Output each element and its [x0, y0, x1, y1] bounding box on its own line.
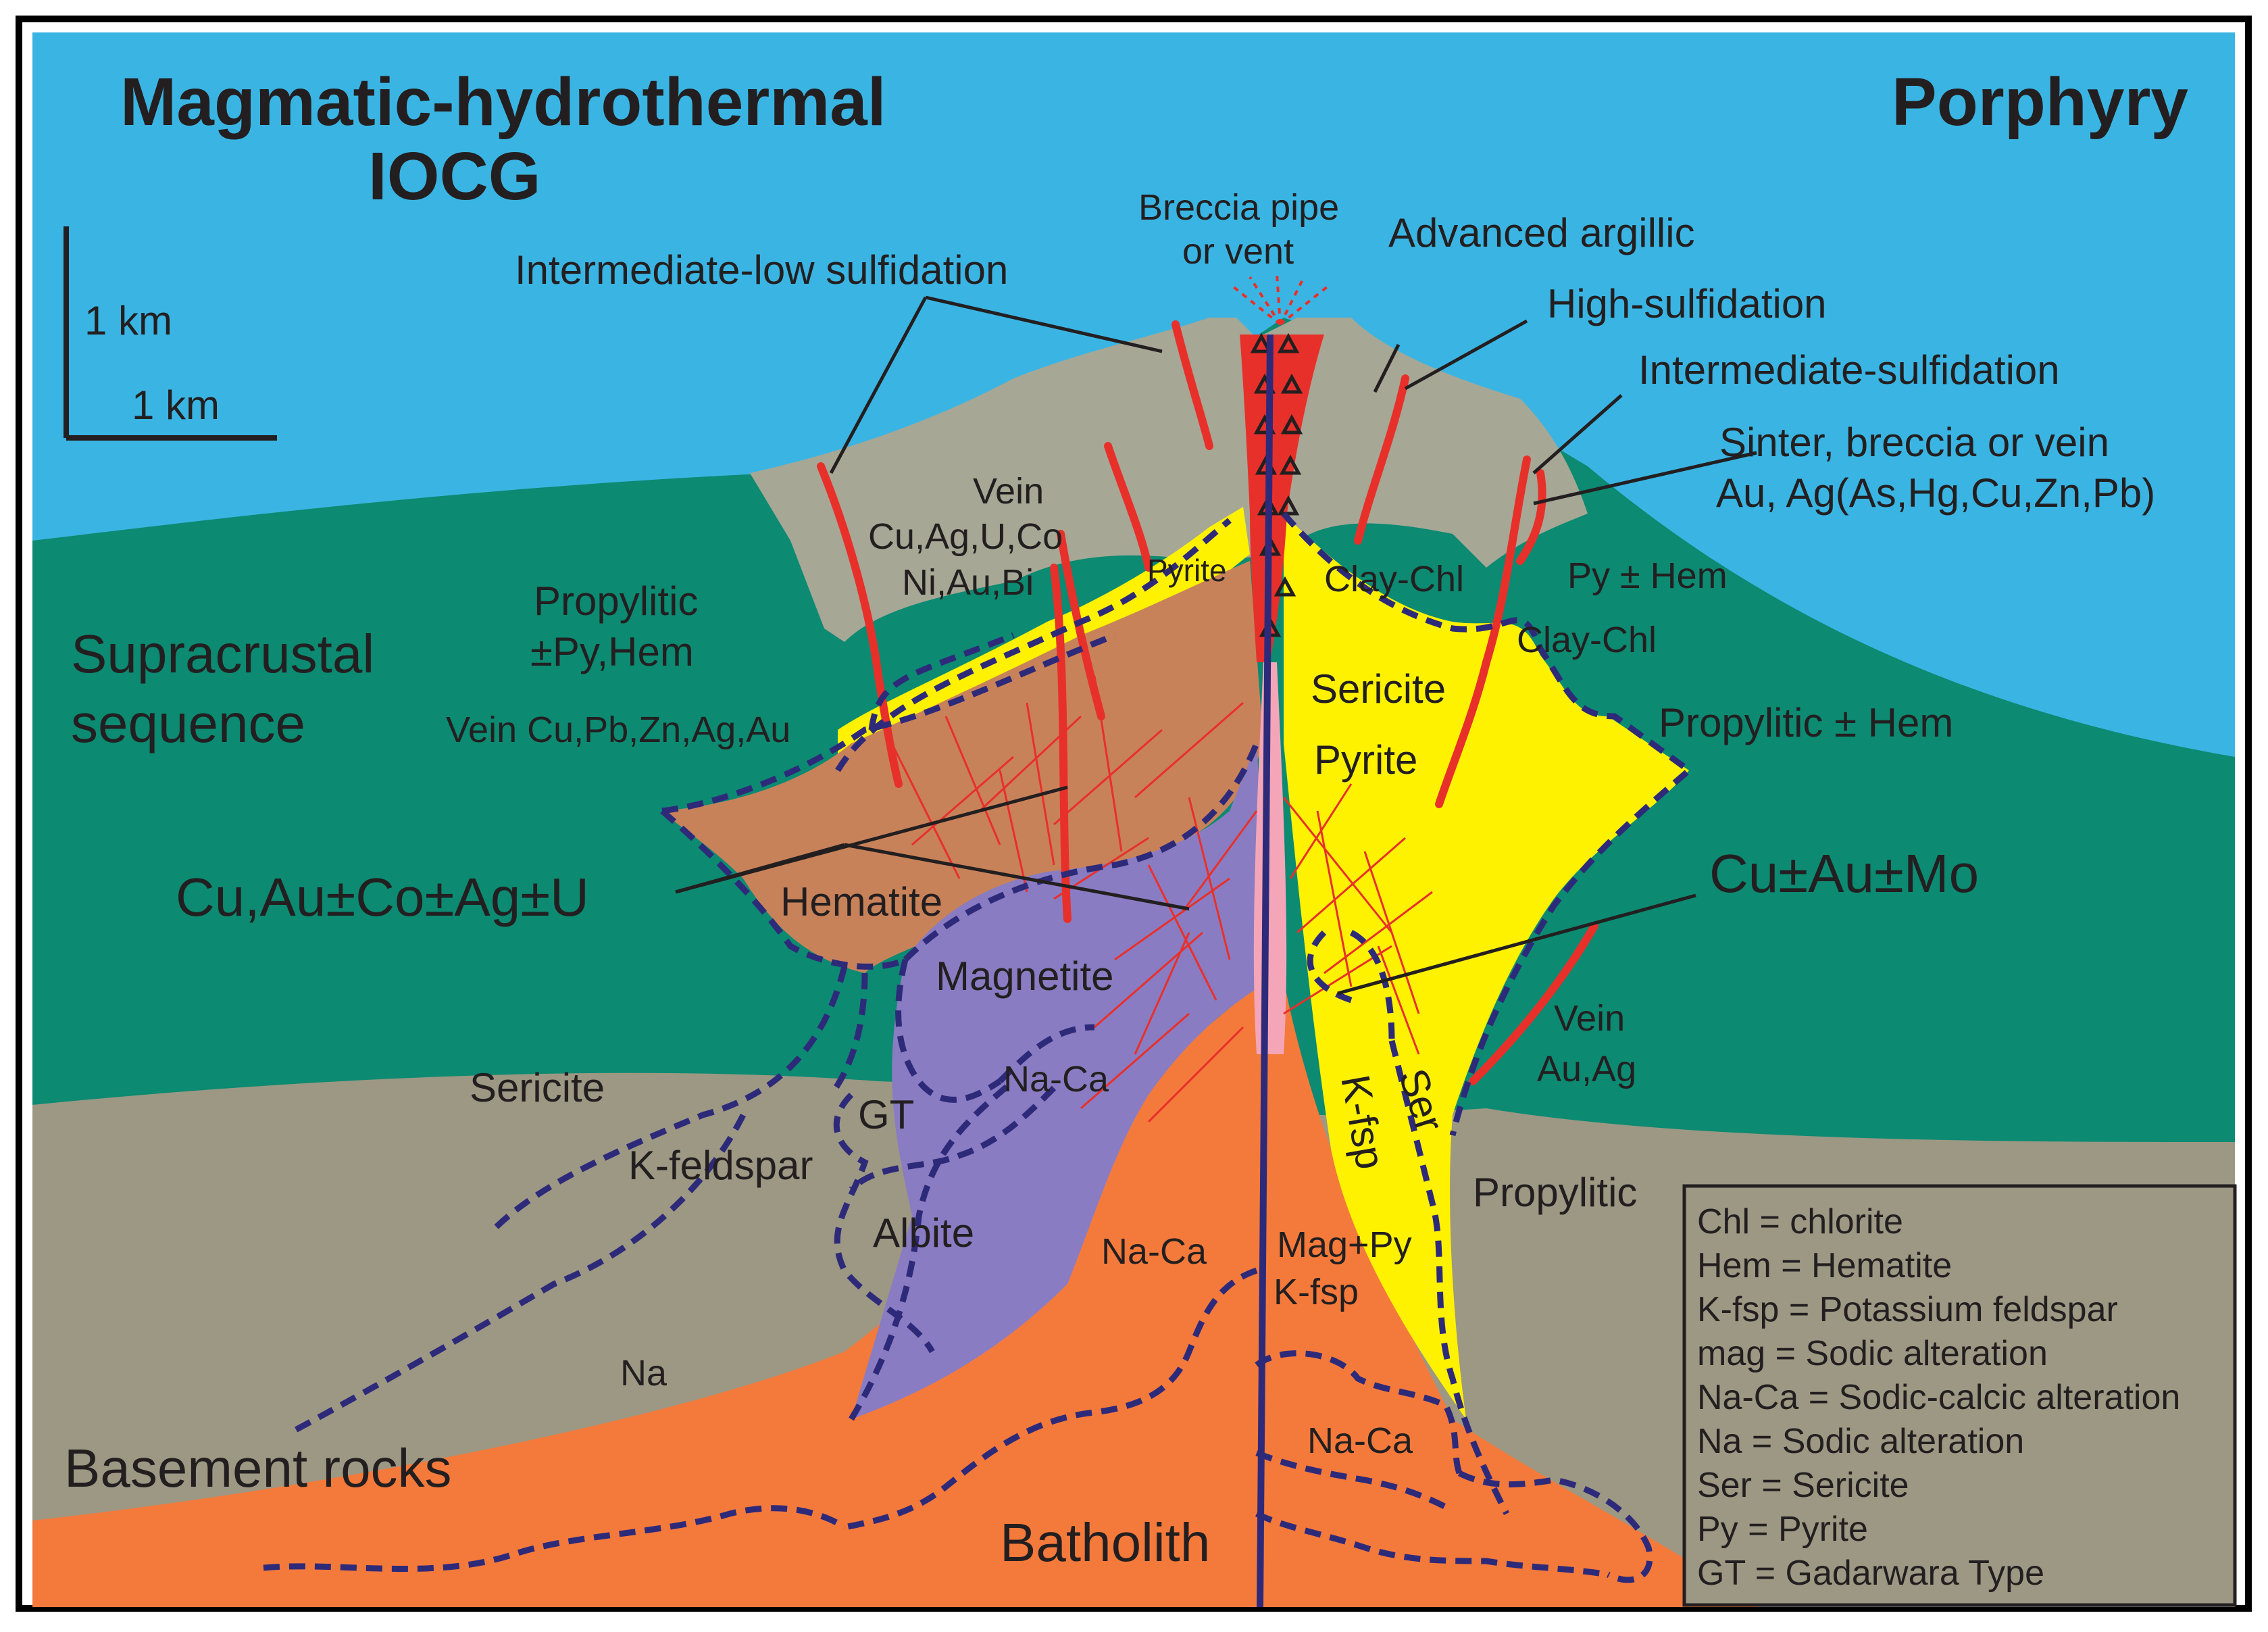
label-hematite: Hematite [780, 879, 942, 924]
label-propylitic-right: Propylitic [1473, 1170, 1637, 1215]
label-breccia-pipe-1: Breccia pipe [1138, 187, 1339, 228]
label-pyrite-small: Pyrite [1147, 553, 1227, 588]
legend-entry: Na-Ca = Sodic-calcic alteration [1697, 1378, 2180, 1417]
scale-horizontal-label: 1 km [132, 382, 220, 428]
central-boundary-line [1257, 334, 1274, 1608]
label-basement: Basement rocks [64, 1438, 452, 1498]
label-sericite-left: Sericite [470, 1065, 605, 1110]
breccia-cap [750, 318, 1588, 642]
vent-spray [1228, 273, 1332, 326]
magnetite-zone [851, 743, 1270, 1419]
label-vein-1: Vein [973, 471, 1044, 512]
label-na-ca-1: Na-Ca [1003, 1059, 1109, 1099]
vein-strokes [817, 320, 1598, 1085]
scale-vertical-label: 1 km [84, 298, 172, 343]
title-porphyry: Porphyry [1892, 64, 2188, 140]
legend-entry: Ser = Sericite [1697, 1466, 1909, 1505]
legend-entries: Chl = chlorite Hem = Hematite K-fsp = Po… [1697, 1202, 2180, 1593]
label-pyrite-right: Pyrite [1314, 737, 1417, 783]
title-iocg-line2: IOCG [368, 139, 541, 214]
label-sericite-right: Sericite [1311, 666, 1446, 712]
label-sinter-1: Sinter, breccia or vein [1719, 420, 2109, 465]
label-breccia-pipe-2: or vent [1182, 231, 1294, 272]
label-vein-au-1: Vein [1554, 998, 1625, 1039]
label-magnetite: Magnetite [936, 954, 1114, 999]
title-iocg-line1: Magmatic-hydrothermal [120, 64, 886, 140]
label-intermediate-low: Intermediate-low sulfidation [515, 247, 1008, 293]
legend-entry: Na = Sodic alteration [1697, 1422, 2024, 1461]
label-vein-2: Cu,Ag,U,Co [868, 516, 1063, 557]
breccia-pipe-triangles [1250, 332, 1303, 637]
label-na: Na [620, 1353, 667, 1393]
hematite-zone [662, 561, 1263, 973]
legend-entry: Py = Pyrite [1697, 1510, 1868, 1549]
label-clay-chl-2: Clay-Chl [1517, 620, 1657, 660]
label-cu-au-mo: Cu±Au±Mo [1709, 843, 1979, 904]
label-py-hem: Py ± Hem [1567, 555, 1728, 596]
label-propylitic-left-2: ±Py,Hem [530, 629, 694, 674]
label-k-fsp-2: K-fsp [1274, 1272, 1359, 1312]
label-na-ca-2: Na-Ca [1101, 1231, 1207, 1272]
label-high-sulfidation: High-sulfidation [1547, 281, 1827, 326]
leader-lines [675, 295, 1757, 995]
dashed-boundaries [263, 512, 1694, 1583]
breccia-pipe [1240, 335, 1324, 662]
label-albite: Albite [873, 1210, 974, 1256]
legend-entry: K-fsp = Potassium feldspar [1697, 1290, 2118, 1329]
legend-entry: Hem = Hematite [1697, 1246, 1952, 1285]
scale-bar [64, 226, 277, 441]
label-propylitic-left-1: Propylitic [534, 578, 698, 624]
batholith-layer [32, 980, 1757, 1607]
label-cu-au-co: Cu,Au±Co±Ag±U [176, 867, 589, 927]
label-vein-3: Ni,Au,Bi [902, 562, 1034, 603]
legend-entry: mag = Sodic alteration [1697, 1334, 2048, 1373]
label-intermediate-sulfidation: Intermediate-sulfidation [1638, 347, 2060, 393]
legend-entry: GT = Gadarwara Type [1697, 1554, 2044, 1593]
label-supracrustal-1: Supracrustal [71, 624, 374, 684]
label-supracrustal-2: sequence [71, 693, 305, 753]
label-advanced-argillic: Advanced argillic [1388, 210, 1695, 255]
label-k-feldspar: K-feldspar [628, 1143, 813, 1188]
label-clay-chl-1: Clay-Chl [1324, 559, 1464, 599]
outer-border [16, 16, 2252, 1612]
yellow-zone-right [1284, 514, 1689, 1419]
label-vein-cu-pb: Vein Cu,Pb,Zn,Ag,Au [446, 710, 790, 750]
legend-entry: Chl = chlorite [1697, 1202, 1903, 1241]
label-batholith: Batholith [1000, 1512, 1210, 1573]
label-vein-au-2: Au,Ag [1537, 1049, 1636, 1089]
label-gt: GT [858, 1092, 914, 1137]
label-propylitic-hem: Propylitic ± Hem [1659, 700, 1953, 745]
legend-box [1682, 1184, 2237, 1607]
label-na-ca-3: Na-Ca [1307, 1420, 1413, 1461]
label-sinter-2: Au, Ag(As,Hg,Cu,Zn,Pb) [1716, 470, 2155, 516]
label-mag-py: Mag+Py [1277, 1225, 1412, 1265]
